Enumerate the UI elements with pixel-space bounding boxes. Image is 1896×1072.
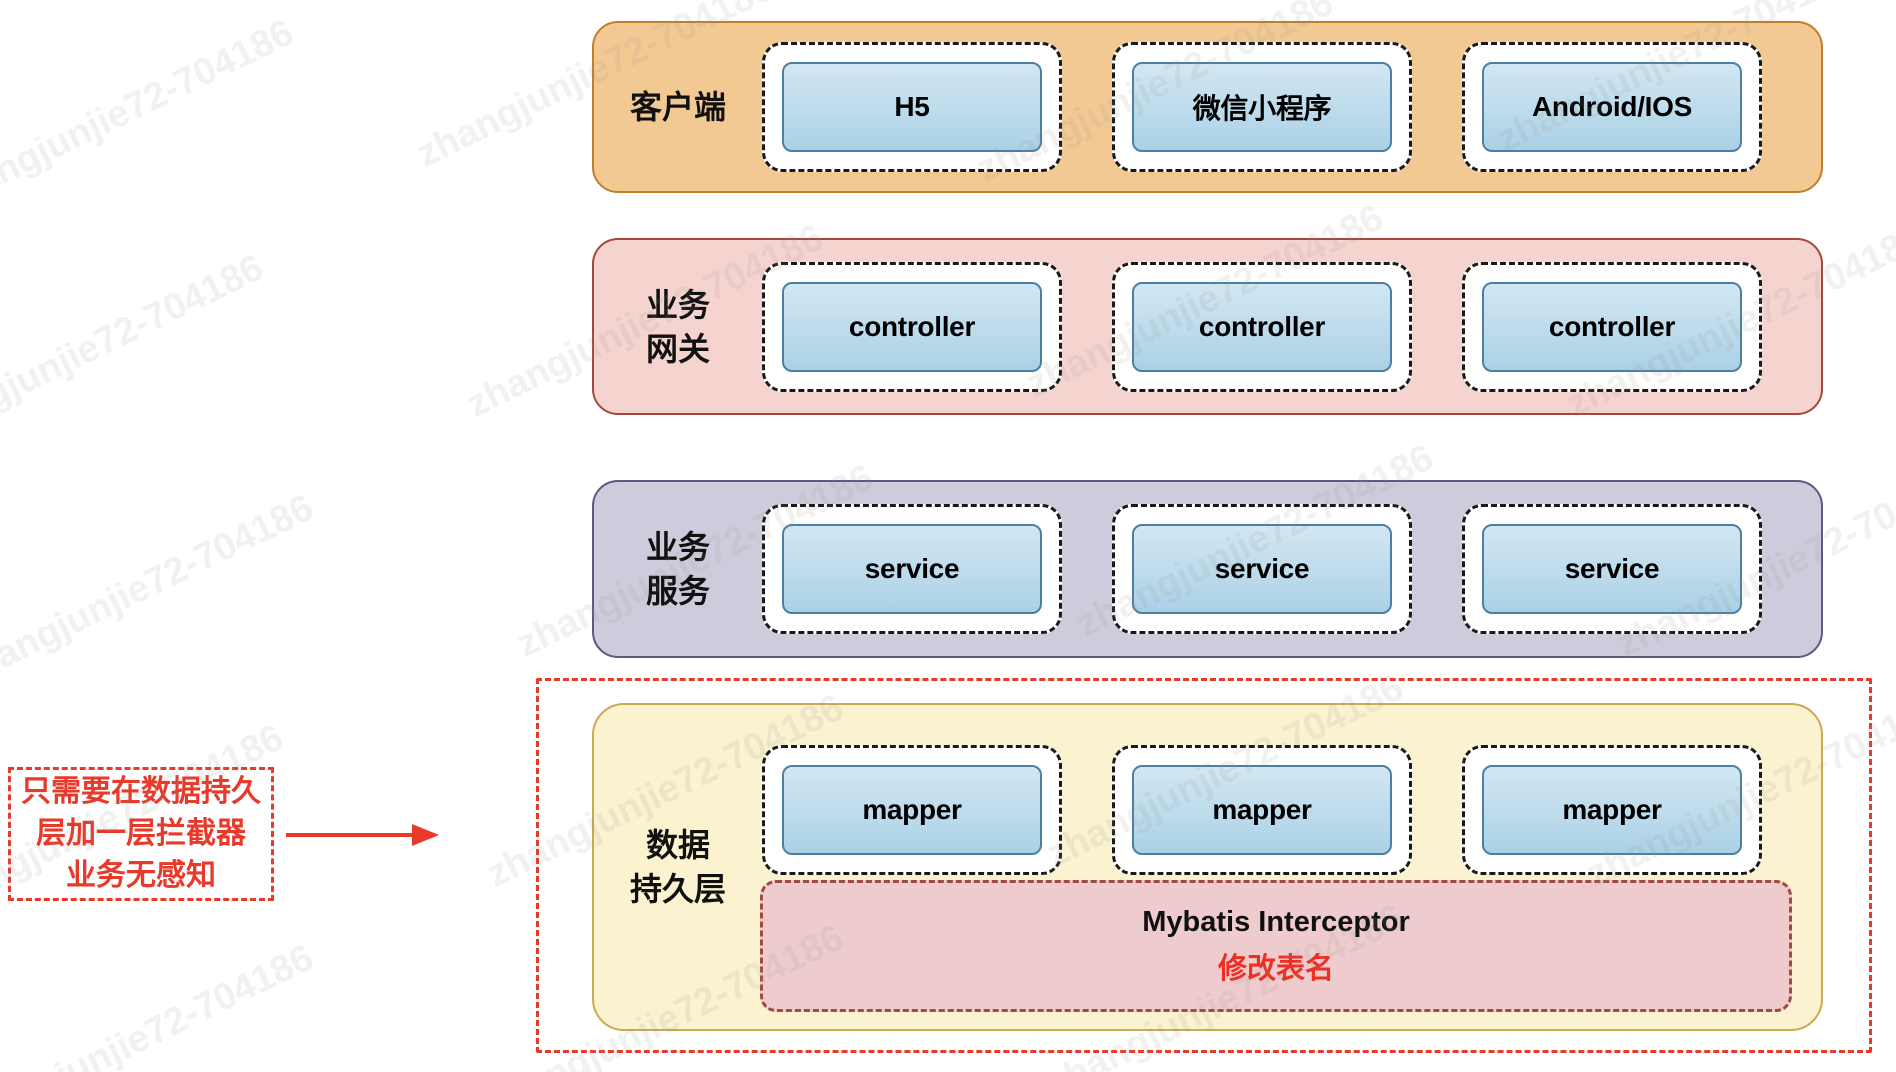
gateway-controller-chip-1: controller (782, 281, 1042, 372)
mapper-slot: mapper (1462, 745, 1762, 875)
layer-client-label: 客户端 (594, 23, 762, 191)
layer-persistence-label: 数据 持久层 (594, 705, 762, 1029)
layer-persistence: 数据 持久层 mapper mapper mapper Mybatis Inte… (592, 703, 1823, 1031)
layer-label-line: 持久层 (629, 871, 726, 907)
watermark-text: zhangjunjie72-704186 (0, 246, 270, 456)
mapper-chip-1: mapper (782, 765, 1042, 855)
layer-gateway-label: 业务 网关 (594, 240, 762, 413)
mybatis-interceptor-subtitle: 修改表名 (1217, 952, 1334, 985)
annotation-note: 只需要在数据持久 层加一层拦截器 业务无感知 (8, 767, 274, 901)
mapper-chip-3: mapper (1482, 765, 1742, 855)
layer-service: 业务 服务 service service service (592, 480, 1823, 658)
mapper-slot: mapper (762, 745, 1062, 875)
gateway-slot: controller (762, 261, 1062, 392)
mybatis-interceptor-box: Mybatis Interceptor 修改表名 (760, 880, 1792, 1012)
watermark-text: zhangjunjie72-704186 (0, 486, 320, 696)
annotation-line: 只需要在数据持久 (21, 775, 261, 808)
client-wechat-miniprogram-chip: 微信小程序 (1132, 62, 1392, 152)
service-chip-2: service (1132, 524, 1392, 614)
annotation-line: 层加一层拦截器 (36, 817, 246, 850)
layer-label-line: 业务 (645, 529, 710, 565)
client-android-ios-chip: Android/IOS (1482, 62, 1742, 152)
client-slot: Android/IOS (1462, 42, 1762, 172)
mapper-chip-2: mapper (1132, 765, 1392, 855)
layer-label-line: 客户端 (629, 89, 726, 125)
client-slot: 微信小程序 (1112, 42, 1412, 172)
client-h5-chip: H5 (782, 62, 1042, 152)
persistence-highlight-outline (536, 678, 1872, 1053)
watermark-text: zhangjunjie72-704186 (0, 936, 320, 1072)
gateway-controller-chip-3: controller (1482, 281, 1742, 372)
layer-client: 客户端 H5 微信小程序 Android/IOS (592, 21, 1823, 193)
mybatis-interceptor-title: Mybatis Interceptor (1142, 905, 1410, 938)
layer-service-label: 业务 服务 (594, 482, 762, 656)
client-slot: H5 (762, 42, 1062, 172)
layer-label-line: 网关 (645, 330, 710, 367)
service-slot: service (762, 504, 1062, 634)
gateway-slot: controller (1462, 261, 1762, 392)
mapper-slot: mapper (1112, 745, 1412, 875)
gateway-controller-chip-2: controller (1132, 281, 1392, 372)
annotation-line: 业务无感知 (66, 859, 216, 892)
layer-label-line: 数据 (645, 827, 710, 863)
annotation-arrow (286, 824, 439, 846)
service-chip-1: service (782, 524, 1042, 614)
watermark-text: zhangjunjie72-704186 (0, 11, 300, 221)
layer-gateway: 业务 网关 controller controller controller (592, 238, 1823, 415)
layer-label-line: 服务 (645, 573, 710, 609)
service-chip-3: service (1482, 524, 1742, 614)
service-slot: service (1112, 504, 1412, 634)
layer-label-line: 业务 (645, 286, 710, 323)
gateway-slot: controller (1112, 261, 1412, 392)
service-slot: service (1462, 504, 1762, 634)
